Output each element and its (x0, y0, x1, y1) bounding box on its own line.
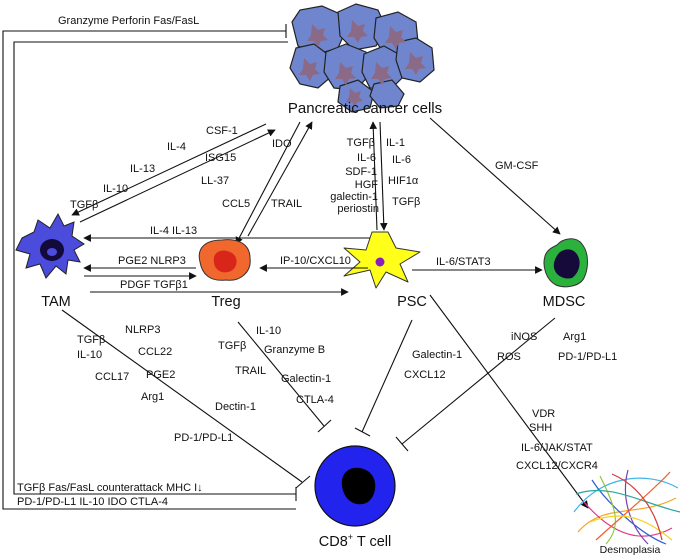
ctp-label: TGFβ (392, 196, 420, 208)
rc-label: IL-10 (256, 325, 281, 337)
rc-label: TRAIL (235, 365, 266, 377)
psc-to-cancer-labels: TGFβ IL-6 SDF-1 HGF galectin-1 periostin (330, 137, 379, 215)
tc-label: PD-1/PD-L1 (174, 432, 233, 444)
psc-desmo-labels: VDR SHH IL-6/JAK/STAT CXCL12/CXCR4 (516, 408, 598, 472)
ctp-label: IL-6 (392, 154, 411, 166)
ctt-label: CSF-1 (206, 125, 238, 137)
mc-label: iNOS (511, 331, 537, 343)
ptc-label: HGF (355, 179, 379, 191)
rc-label: Galectin-1 (281, 373, 331, 385)
bottom-left-line2: PD-1/PD-L1 IL-10 IDO CTLA-4 (17, 496, 168, 508)
cancer-mdsc-arrow (429, 117, 561, 235)
treg-cell (198, 239, 251, 281)
psc-desmoplasia-arrow (429, 294, 589, 509)
cd8-inhibition-lines (61, 309, 556, 489)
desmoplasia-fibers (573, 469, 681, 545)
psc-cd8-label: Galectin-1 (412, 349, 462, 361)
ttc-label: LL-37 (201, 175, 229, 187)
trail-label: TRAIL (271, 198, 302, 210)
tam-cell (15, 212, 85, 279)
ttc-label: ISG15 (205, 152, 236, 164)
tam-label: TAM (41, 294, 71, 310)
gmcsf-label: GM-CSF (495, 160, 539, 172)
treg-label: Treg (211, 294, 240, 310)
treg-cd8-labels: IL-10 TGFβ Granzyme B TRAIL Galectin-1 C… (218, 325, 334, 406)
cd8-label: CD8+ T cell (319, 532, 391, 550)
mc-label: ROS (497, 351, 521, 363)
mc-label: Arg1 (563, 331, 586, 343)
ido-label: IDO (272, 138, 292, 150)
ptc-label: galectin-1 (330, 191, 378, 203)
treg-tam-bottom-label: PDGF TGFβ1 (120, 279, 188, 291)
ptc-label: IL-6 (357, 152, 376, 164)
ptc-label: periostin (337, 203, 379, 215)
desmoplasia-label: Desmoplasia (600, 544, 661, 556)
psc-cd8-label: CXCL12 (404, 369, 446, 381)
cancer-cell-cluster (289, 3, 435, 113)
tc-label: NLRP3 (125, 324, 160, 336)
tc-label: Arg1 (141, 391, 164, 403)
tc-label: TGFβ (77, 334, 105, 346)
treg-tam-top-label: PGE2 NLRP3 (118, 255, 186, 267)
cancer-to-tam-labels: CSF-1 IL-4 IL-13 IL-10 TGFβ ISG15 LL-37 (70, 125, 238, 211)
ctt-label: IL-10 (103, 183, 128, 195)
tc-label: CCL22 (138, 346, 172, 358)
cancer-treg-arrows (235, 121, 313, 245)
ctt-label: IL-13 (130, 163, 155, 175)
cd8-t-cell (314, 445, 396, 527)
rc-label: Granzyme B (264, 344, 325, 356)
top-inhibition-label: Granzyme Perforin Fas/FasL (58, 15, 199, 27)
psc-cell (343, 231, 421, 289)
mc-label: PD-1/PD-L1 (558, 351, 617, 363)
psc-label: PSC (397, 294, 427, 310)
psc-mdsc-label: IL-6/STAT3 (436, 256, 491, 268)
outer-inhibition-lines (2, 24, 297, 510)
bottom-left-line1: TGFβ Fas/FasL counterattack MHC I↓ (17, 482, 203, 494)
ctt-label: IL-4 (167, 141, 186, 153)
mdsc-cell (543, 238, 588, 288)
pd-label: CXCL12/CXCR4 (516, 460, 598, 472)
cancer-cells-label: Pancreatic cancer cells (288, 100, 442, 117)
ptc-label: TGFβ (347, 137, 375, 149)
ctt-label: TGFβ (70, 199, 98, 211)
tam-cd8-labels: TGFβ NLRP3 IL-10 CCL22 CCL17 PGE2 Arg1 D… (77, 324, 256, 444)
tc-label: Dectin-1 (215, 401, 256, 413)
ptc-label: SDF-1 (345, 166, 377, 178)
psc-treg-label: IP-10/CXCL10 (280, 255, 351, 267)
mdsc-label: MDSC (543, 294, 586, 310)
cancer-psc-arrows (369, 121, 388, 231)
rc-label: CTLA-4 (296, 394, 334, 406)
pd-label: VDR (532, 408, 555, 420)
ccl5-label: CCL5 (222, 198, 250, 210)
cancer-tam-arrows (71, 123, 276, 223)
mdsc-cd8-labels: iNOS Arg1 ROS PD-1/PD-L1 (497, 331, 617, 363)
tc-label: IL-10 (77, 349, 102, 361)
row-arrows (83, 234, 543, 296)
pd-label: SHH (529, 422, 552, 434)
pd-label: IL-6/JAK/STAT (521, 442, 593, 454)
tc-label: CCL17 (95, 371, 129, 383)
tc-label: PGE2 (146, 369, 175, 381)
ctp-label: IL-1 (386, 137, 405, 149)
rc-label: TGFβ (218, 340, 246, 352)
psc-tam-label: IL-4 IL-13 (150, 225, 197, 237)
ctp-label: HIF1α (388, 175, 419, 187)
cancer-to-psc-labels: IL-1 IL-6 HIF1α TGFβ (386, 137, 420, 208)
